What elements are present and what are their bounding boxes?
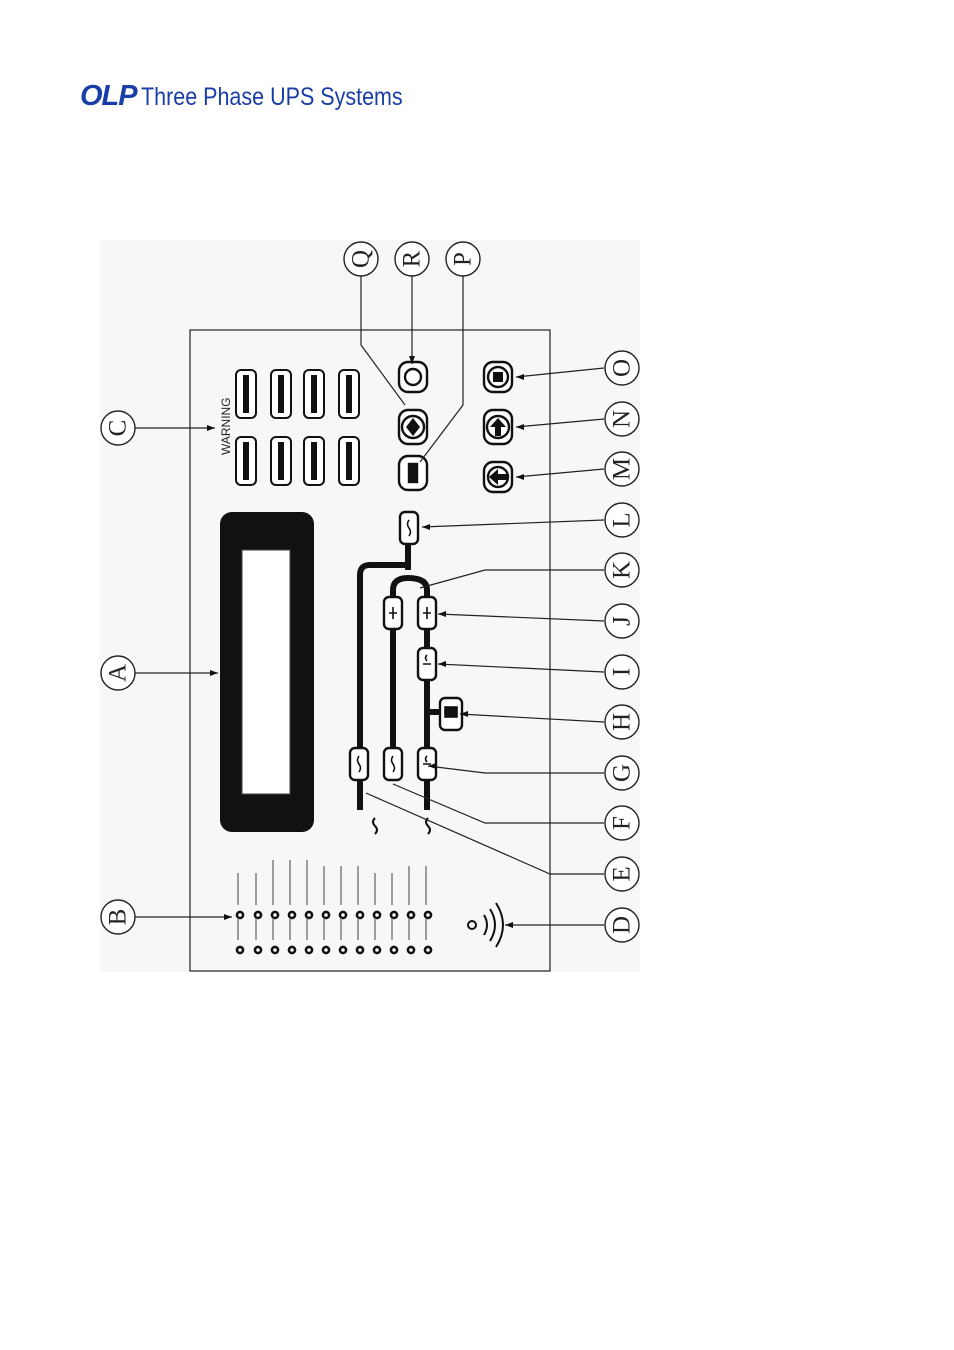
navigation-arrow-icons — [489, 372, 507, 485]
callout-f: F — [609, 816, 636, 830]
buzzer-speaker-icon — [467, 902, 504, 948]
callout-letters: A B C D E F G H I J K L M N O P Q R — [105, 250, 636, 934]
callout-h: H — [609, 713, 636, 731]
callout-arrowheads — [207, 356, 524, 928]
callout-k: K — [609, 561, 636, 579]
callout-lines — [135, 276, 605, 926]
front-panel — [189, 329, 551, 972]
scan-background — [100, 240, 640, 972]
callout-circles — [100, 241, 640, 943]
callout-m: M — [609, 458, 636, 480]
callout-e: E — [609, 866, 636, 881]
ac-input-symbols — [372, 817, 431, 835]
callout-l: L — [609, 512, 636, 527]
status-led-list-dots — [235, 910, 433, 955]
warning-indicator-marks — [243, 375, 352, 480]
callout-n: N — [609, 410, 636, 428]
callout-g: G — [609, 764, 636, 782]
inverter-arrow-icon — [406, 418, 420, 436]
callout-a: A — [105, 664, 132, 682]
callout-d: D — [609, 916, 636, 934]
brand-logo: OLP — [80, 80, 138, 112]
lcd-display — [220, 512, 314, 832]
callout-p: P — [450, 252, 477, 266]
callout-r: R — [399, 250, 426, 267]
page-title: Three Phase UPS Systems — [140, 83, 403, 111]
status-led-label-marks — [237, 860, 427, 940]
mimic-led-symbols — [356, 519, 458, 773]
warning-label: WARNING — [219, 397, 233, 455]
callout-c: C — [105, 420, 132, 437]
callout-o: O — [609, 359, 636, 377]
callout-j: J — [609, 616, 636, 626]
callout-b: B — [105, 909, 132, 926]
callout-i: I — [609, 668, 636, 676]
callout-q: Q — [348, 250, 375, 268]
